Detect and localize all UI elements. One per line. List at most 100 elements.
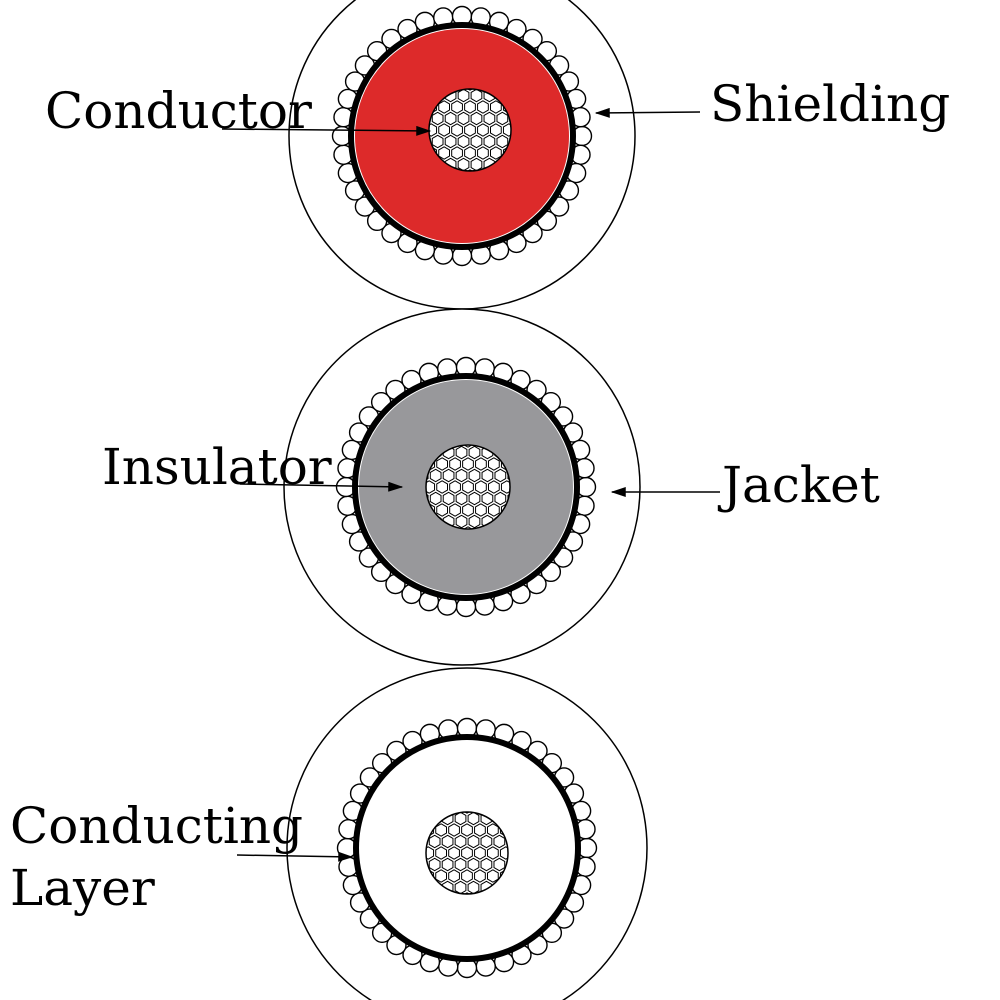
conductor-strand: [436, 480, 448, 494]
conductor-strand: [470, 89, 483, 103]
conductor-strand: [496, 111, 509, 126]
shielding-label: Shielding: [710, 75, 950, 133]
conductor-strand: [444, 111, 457, 126]
conductor-strand: [468, 491, 481, 506]
shield-wire-ring: [331, 5, 593, 267]
conductor-strand: [470, 111, 483, 126]
conductor-strand: [475, 480, 487, 494]
conductor-strand: [464, 100, 476, 114]
conductor-strand: [490, 123, 502, 137]
cable-middle: [283, 308, 641, 666]
conductor-strand: [451, 100, 463, 114]
conductor-strand: [480, 834, 493, 849]
conductor-strand: [507, 491, 510, 506]
conductor-strand: [449, 503, 461, 517]
conductor-strand: [428, 857, 441, 872]
conductor-strand: [477, 123, 489, 137]
conductor-strand: [448, 846, 460, 860]
conductor-strand: [448, 823, 460, 837]
conductor-strand: [454, 812, 467, 826]
conductor-strand: [462, 445, 474, 448]
conductor-strand: [488, 457, 500, 471]
conductor-strands: [425, 444, 511, 530]
conductor-strand: [461, 869, 473, 883]
conductor-strand: [487, 846, 499, 860]
conductor-strand: [464, 89, 476, 91]
conductor-strand: [457, 111, 470, 126]
conductor-strand: [464, 123, 476, 137]
conductor-strand: [462, 503, 474, 517]
conductor-strand: [499, 846, 508, 860]
conductor-strand: [438, 100, 450, 114]
conductor-strand: [496, 134, 509, 149]
conductor-strand: [480, 857, 493, 872]
conductor-strand: [431, 111, 444, 126]
conductor-strand: [502, 123, 511, 137]
conductor-strand: [468, 445, 481, 460]
conductor-strand: [429, 123, 438, 137]
conductor-strand: [481, 468, 494, 483]
conductor-strand: [488, 503, 500, 517]
conducting-layer: [353, 734, 581, 962]
insulator-label: Insulator: [102, 438, 332, 496]
conductor-strand: [455, 445, 468, 460]
conductor-strand: [477, 146, 489, 160]
conductor-strand: [457, 89, 470, 103]
conductor-strand: [426, 857, 428, 872]
conductor-strand: [487, 869, 499, 883]
conductor-strand: [429, 134, 431, 149]
conductor-strand: [494, 491, 507, 506]
conductor-strand: [477, 100, 489, 114]
conductor-strands: [428, 88, 512, 172]
conductor-strand: [488, 480, 500, 494]
conductor-strand: [435, 869, 447, 883]
conductor-strand: [436, 457, 448, 471]
conductor-strand: [467, 857, 480, 872]
conductor-strand: [448, 869, 460, 883]
conductor-strand: [506, 857, 508, 872]
conductor-strand: [441, 834, 454, 849]
conductor-strand: [474, 823, 486, 837]
conductor-strand: [461, 812, 473, 814]
conductor-strand: [474, 846, 486, 860]
conductor-strand: [426, 480, 436, 494]
conductor-strand: [490, 146, 502, 160]
conductor-strand: [455, 491, 468, 506]
conductor-strand: [431, 134, 444, 149]
conductor-strand: [467, 812, 480, 826]
conductor-strand: [454, 834, 467, 849]
conductor-strand: [455, 468, 468, 483]
conductor-strand: [461, 846, 473, 860]
conductor-strand: [481, 491, 494, 506]
conductor-strand: [449, 457, 461, 471]
conductor-strand: [455, 514, 468, 529]
conducting-layer-leader-arrow: [236, 851, 354, 862]
conductor-strand: [438, 123, 450, 137]
conductor-strand: [429, 468, 442, 483]
conductor-strand: [435, 823, 447, 837]
conductor-strand: [429, 491, 442, 506]
conductor-strand: [474, 869, 486, 883]
conductor-strand: [454, 857, 467, 872]
conductor-strand: [428, 834, 441, 849]
conductor-strand: [436, 503, 448, 517]
conductor-strand: [467, 834, 480, 849]
conductor-label: Conductor: [45, 82, 312, 140]
conductor-strand: [451, 123, 463, 137]
conductor-strand: [490, 100, 502, 114]
conductor-strand: [468, 514, 481, 529]
conductor-strand: [475, 503, 487, 517]
insulator-leader-arrow: [239, 481, 404, 492]
conducting-layer-label-line1: Conducting: [10, 797, 303, 855]
conductor-strand: [449, 480, 461, 494]
conductor-strand: [500, 480, 510, 494]
conductor-strand: [464, 146, 476, 160]
conductor-strand: [494, 468, 507, 483]
conductor-strand: [493, 857, 506, 872]
conductor-strand: [442, 468, 455, 483]
conductor-strand: [475, 457, 487, 471]
jacket-label: Jacket: [717, 456, 880, 514]
conductor-strand: [483, 134, 496, 149]
conductor-strand: [470, 134, 483, 149]
